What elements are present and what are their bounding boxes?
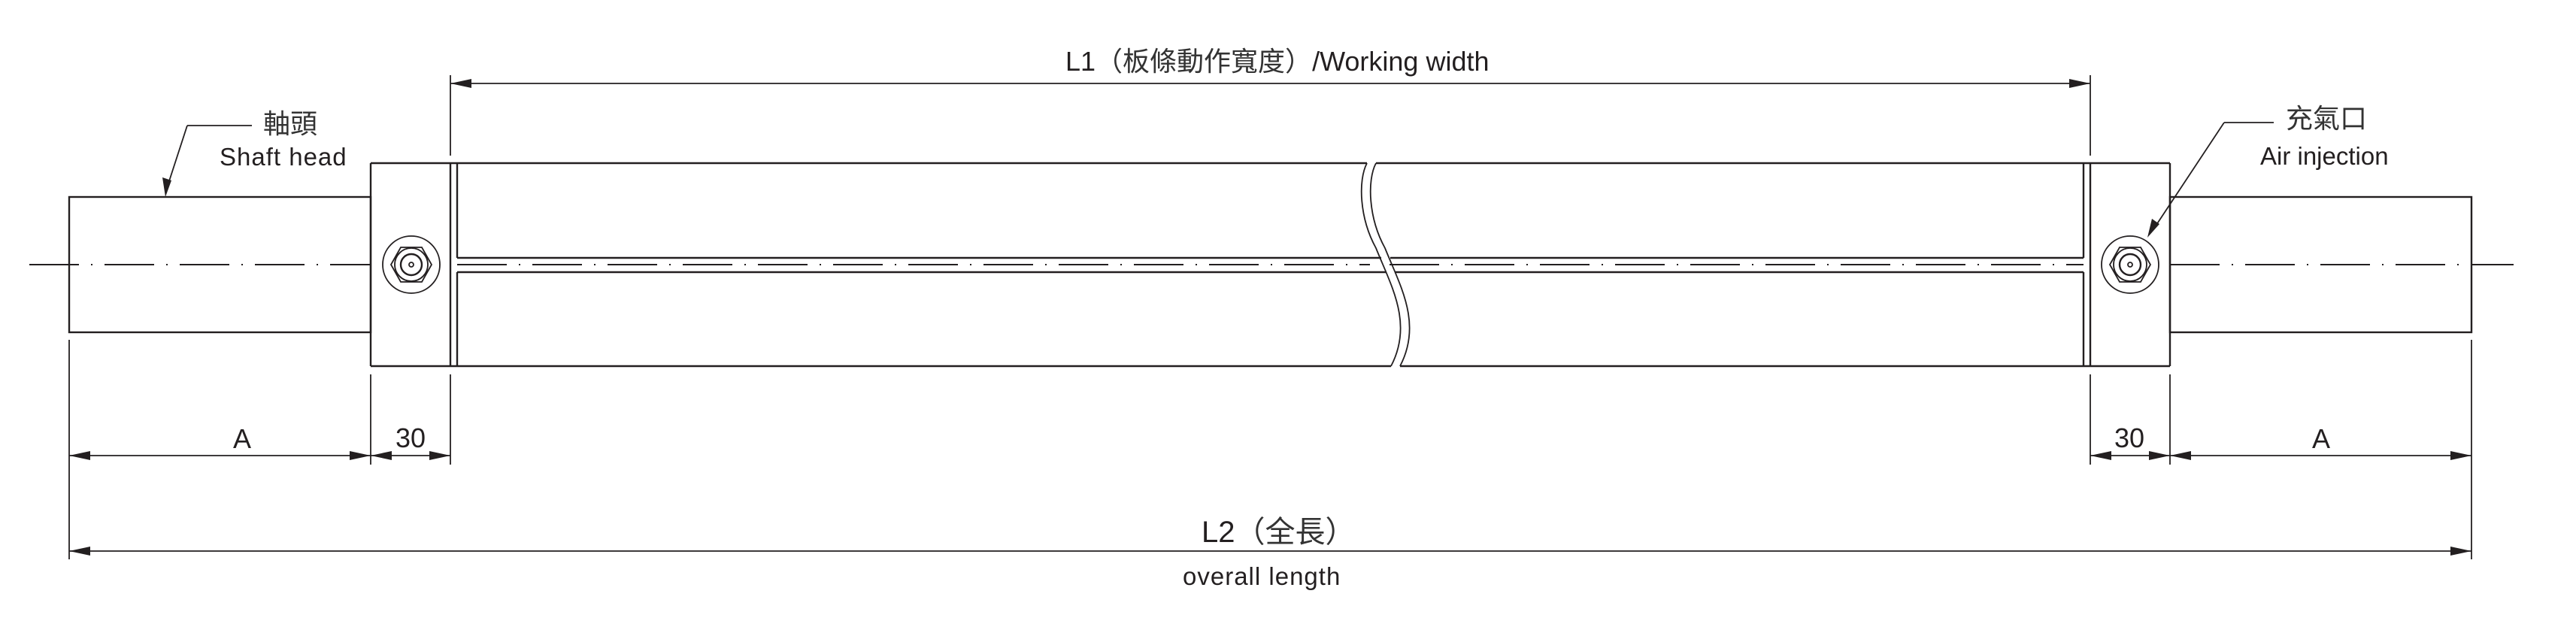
right-air-fitting — [2101, 235, 2159, 294]
dim-right-block-30: 30 — [2114, 423, 2145, 453]
air-injection-leader — [2147, 122, 2274, 238]
shaft-head-en: Shaft head — [220, 143, 347, 171]
overall-length-zh: （全長） — [1235, 515, 1356, 550]
working-width-en: /Working width — [1312, 46, 1490, 77]
overall-length-en: overall length — [1183, 562, 1341, 590]
air-injection-zh: 充氣口 — [2286, 104, 2368, 135]
left-air-fitting — [382, 235, 441, 294]
lower-extension-lines — [68, 340, 2472, 559]
break-symbol — [1360, 162, 1411, 367]
air-injection-en: Air injection — [2260, 142, 2389, 170]
dim-left-block-30: 30 — [395, 423, 426, 453]
overall-length-label: L2（全長） — [1202, 517, 1356, 547]
shaft-head-zh: 軸頭 — [263, 109, 318, 140]
shaft-body — [369, 162, 2171, 368]
working-width-code: L1 — [1065, 46, 1096, 77]
shaft-head-leader — [162, 125, 252, 197]
dimension-l2 — [69, 547, 2471, 556]
working-width-label: L1（板條動作寬度）/Working width — [1065, 48, 1490, 76]
working-width-zh: （板條動作寬度） — [1096, 47, 1313, 77]
dim-right-shaft-a: A — [2312, 423, 2331, 454]
overall-length-code: L2 — [1202, 516, 1235, 549]
dim-left-shaft-a: A — [233, 423, 252, 454]
dimension-row-a-30 — [69, 451, 2471, 460]
dimension-l1 — [450, 75, 2091, 156]
